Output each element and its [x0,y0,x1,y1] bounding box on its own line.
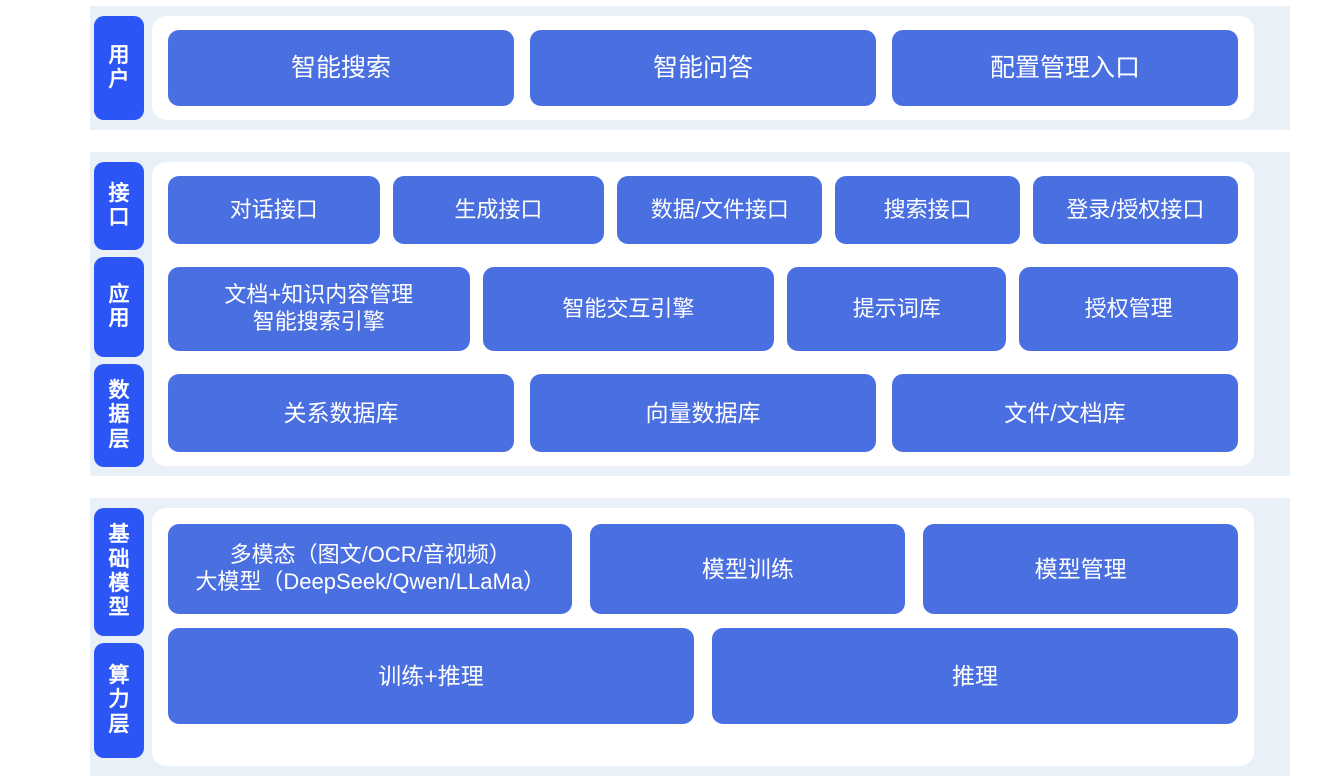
layer-tab-foundation-model-label: 基础模型 [108,523,130,620]
tab-column-platform: 接口 应用 数据层 [90,152,148,476]
box-login-auth-api[interactable]: 登录/授权接口 [1032,176,1238,244]
layer-tab-interface[interactable]: 接口 [94,162,144,250]
box-vector-database[interactable]: 向量数据库 [530,374,876,452]
layer-tab-foundation-model[interactable]: 基础模型 [94,508,144,636]
box-inference[interactable]: 推理 [712,628,1238,724]
box-config-management-entry[interactable]: 配置管理入口 [892,30,1238,106]
layer-tab-user[interactable]: 用户 [94,16,144,120]
panel-platform: 对话接口 生成接口 数据/文件接口 搜索接口 登录/授权接口 文档+知识内容管理… [152,162,1254,466]
box-model-training[interactable]: 模型训练 [590,524,906,614]
section-platform: 接口 应用 数据层 对话接口 生成接口 数据/文件接口 搜索接口 登录/授权接口… [90,152,1290,476]
box-model-management[interactable]: 模型管理 [923,524,1238,614]
layer-tab-application-label: 应用 [108,282,130,330]
panel-user: 智能搜索 智能问答 配置管理入口 [152,16,1254,120]
layer-tab-data-label: 数据层 [108,378,130,451]
layer-tab-data[interactable]: 数据层 [94,364,144,467]
tab-column-infrastructure: 基础模型 算力层 [90,498,148,776]
section-infrastructure: 基础模型 算力层 多模态（图文/OCR/音视频） 大模型（DeepSeek/Qw… [90,498,1290,776]
box-authorization-management[interactable]: 授权管理 [1019,267,1238,351]
box-search-api[interactable]: 搜索接口 [835,176,1020,244]
box-doc-knowledge-management[interactable]: 文档+知识内容管理 智能搜索引擎 [168,267,470,351]
box-generation-api[interactable]: 生成接口 [392,176,605,244]
row-user-entries: 智能搜索 智能问答 配置管理入口 [168,30,1238,106]
row-compute-resources: 训练+推理 推理 [168,628,1238,724]
box-multimodal-large-model[interactable]: 多模态（图文/OCR/音视频） 大模型（DeepSeek/Qwen/LLaMa） [168,524,573,614]
row-application-modules: 文档+知识内容管理 智能搜索引擎 智能交互引擎 提示词库 授权管理 [168,267,1238,351]
layer-tab-user-label: 用户 [108,43,130,91]
row-foundation-models: 多模态（图文/OCR/音视频） 大模型（DeepSeek/Qwen/LLaMa）… [168,524,1238,614]
row-interface-apis: 对话接口 生成接口 数据/文件接口 搜索接口 登录/授权接口 [168,176,1238,244]
box-dialog-api[interactable]: 对话接口 [168,176,380,244]
box-file-document-store[interactable]: 文件/文档库 [892,374,1238,452]
row-data-stores: 关系数据库 向量数据库 文件/文档库 [168,374,1238,452]
box-smart-interaction-engine[interactable]: 智能交互引擎 [482,267,775,351]
box-smart-search[interactable]: 智能搜索 [168,30,514,106]
box-smart-qa[interactable]: 智能问答 [530,30,876,106]
tab-column-user: 用户 [90,6,148,130]
box-data-file-api[interactable]: 数据/文件接口 [617,176,823,244]
panel-infrastructure: 多模态（图文/OCR/音视频） 大模型（DeepSeek/Qwen/LLaMa）… [152,508,1254,766]
layer-tab-interface-label: 接口 [108,181,130,229]
layer-tab-application[interactable]: 应用 [94,257,144,357]
layer-tab-compute-label: 算力层 [108,663,130,736]
section-user: 用户 智能搜索 智能问答 配置管理入口 [90,6,1290,130]
box-prompt-library[interactable]: 提示词库 [787,267,1007,351]
box-training-plus-inference[interactable]: 训练+推理 [168,628,694,724]
layer-tab-compute[interactable]: 算力层 [94,643,144,758]
box-relational-database[interactable]: 关系数据库 [168,374,514,452]
